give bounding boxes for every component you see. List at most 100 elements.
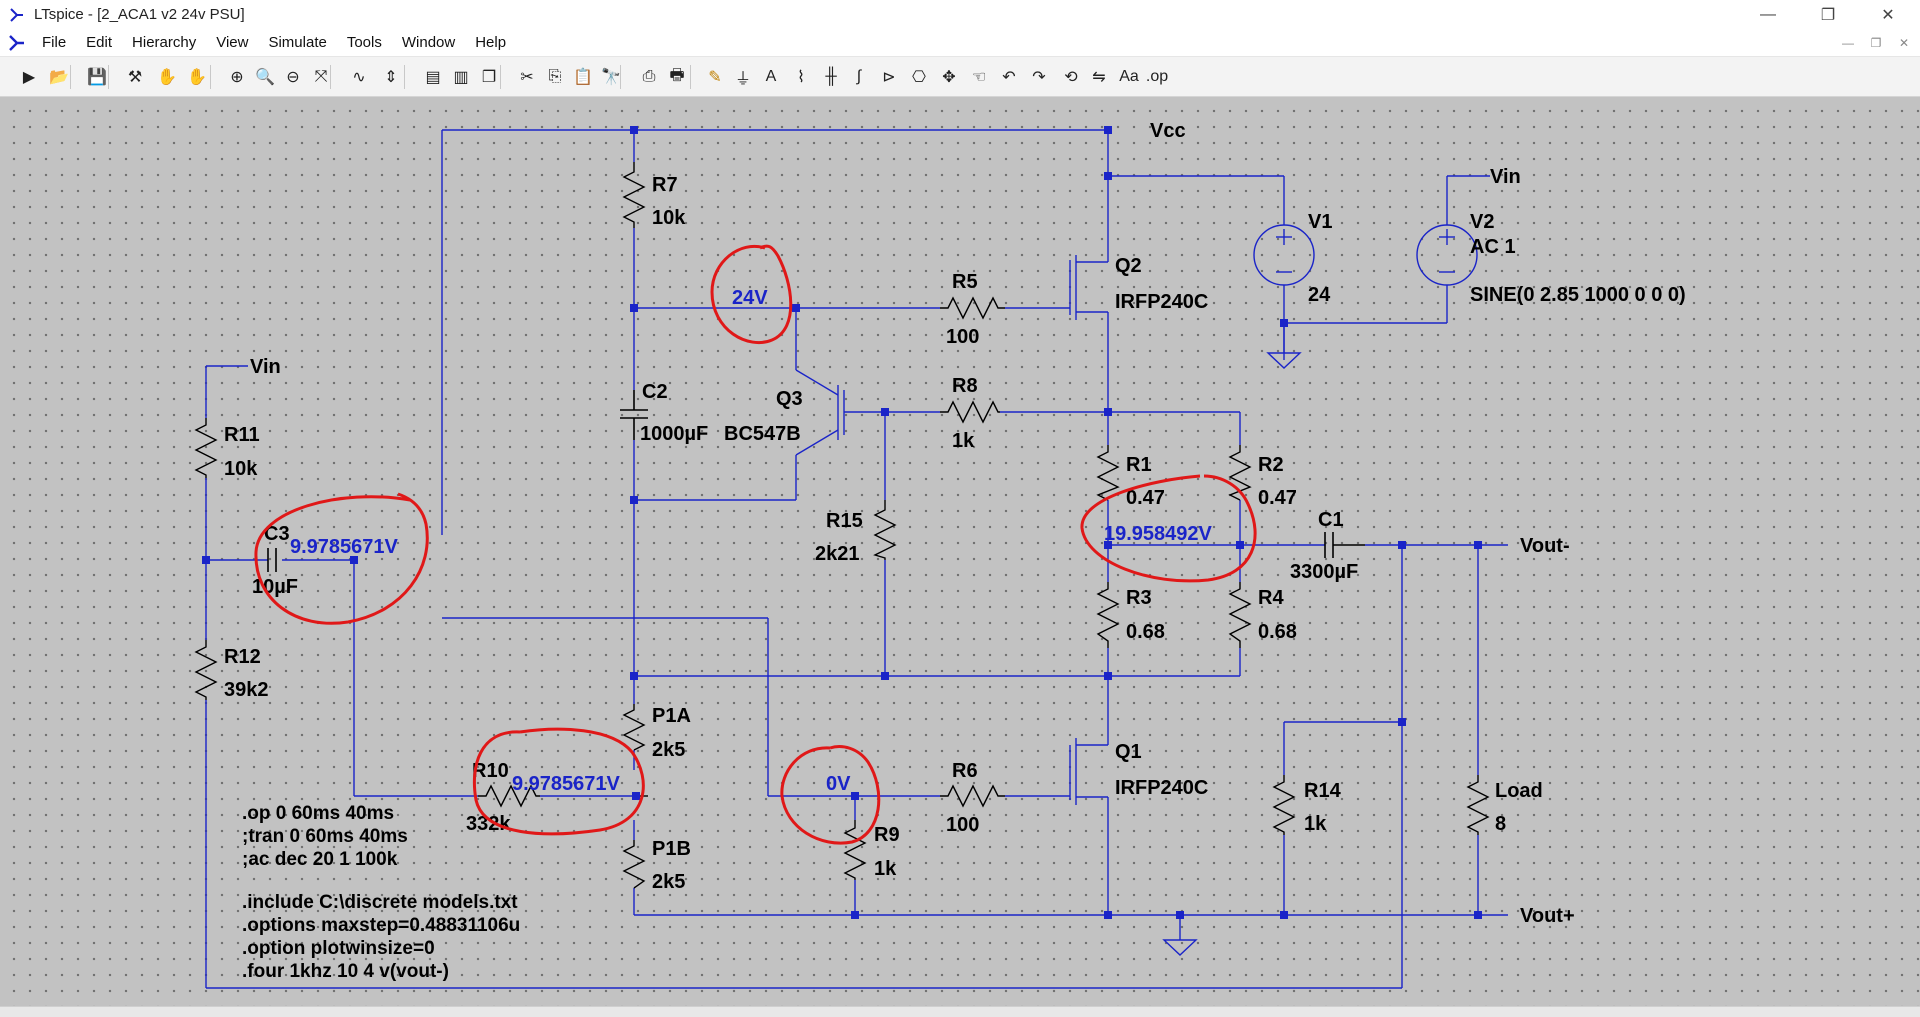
ground-icon-v1 (1266, 352, 1302, 369)
op-c3-node: 9.9785671V (290, 536, 399, 558)
pan-icon[interactable]: ✋ (187, 69, 207, 86)
ltspice-menu-icon[interactable] (6, 32, 28, 54)
directive-four: .four 1khz 10 4 v(vout-) (242, 961, 449, 982)
zoom-fit-icon[interactable]: ⤧ (314, 68, 328, 85)
component-icon[interactable]: ⎔ (912, 69, 926, 86)
copy-icon[interactable]: ⎘ (548, 68, 562, 85)
run-icon[interactable]: ▶ (22, 69, 36, 86)
print-icon[interactable]: 🖶 (669, 66, 685, 84)
V2-symbol (1416, 224, 1478, 286)
autorange-icon[interactable]: ⇕ (384, 69, 398, 86)
R5-val: 100 (946, 326, 979, 348)
close-icon[interactable]: ✕ (1881, 6, 1895, 24)
open-icon[interactable]: 📂 (49, 69, 69, 86)
waveform-icon[interactable]: ∿ (352, 69, 366, 86)
Q1-ref: Q1 (1115, 741, 1142, 763)
undo-icon[interactable]: ↶ (1002, 69, 1016, 86)
mdi-restore-icon[interactable]: ❐ (1870, 36, 1882, 50)
R5-symbol (940, 296, 1005, 320)
toolbar-separator (108, 65, 109, 89)
directive-tran: ;tran 0 60ms 40ms (242, 826, 408, 847)
zoom-rect-icon[interactable]: 🔍 (255, 69, 275, 86)
toolbar-separator (404, 65, 405, 89)
directive-include: .include C:\discrete models.txt (242, 892, 518, 913)
junction-dot (1104, 911, 1112, 919)
toolbar-separator (690, 65, 691, 89)
window-title: LTspice - [2_ACA1 v2 24v PSU] (34, 6, 245, 23)
toolbar: ▶ 📂 💾 ⚒ ✋ ✋ ⊕ 🔍 ⊖ ⤧ ∿ ⇕ ▤ ▥ ❐ ✂ ⎘ 📋 🔭 ⎙ 🖶 ✎ ⏚ A ⌇ ╫ ∫ ⊳ ⎔ ✥ ☜ ↶ ↷ ⟲ ⇋ Aa .op (0, 57, 1920, 97)
menu-simulate[interactable]: Simulate (268, 34, 327, 51)
annotation-circles (254, 244, 1257, 845)
C2-symbol (620, 390, 648, 440)
R9-val: 1k (874, 858, 897, 880)
R11-val: 10k (224, 458, 258, 480)
junction-dot (881, 672, 889, 680)
R11-symbol (194, 418, 218, 478)
junction-dot (1474, 541, 1482, 549)
R10-symbol (478, 784, 540, 808)
minimize-icon[interactable]: — (1760, 5, 1776, 23)
mdi-minimize-icon[interactable]: — (1842, 36, 1854, 50)
R1-val: 0.47 (1126, 487, 1165, 509)
net-vout-plus: Vout+ (1520, 905, 1575, 927)
R7-ref: R7 (652, 174, 678, 196)
label-net-icon[interactable]: A (765, 68, 777, 85)
find-icon[interactable]: 🔭 (601, 69, 621, 86)
schematic-canvas[interactable]: Vcc Vin Vin Vout- Vout+ R7 10k R5 100 R8… (0, 97, 1920, 1007)
R11-ref: R11 (224, 424, 260, 446)
R1-ref: R1 (1126, 454, 1152, 476)
menu-tools[interactable]: Tools (346, 34, 382, 51)
zoom-in-icon[interactable]: ⊕ (230, 69, 244, 86)
menu-hierarchy[interactable]: Hierarchy (132, 34, 197, 51)
junction-dot (630, 496, 638, 504)
junction-dot (630, 672, 638, 680)
control-panel-icon[interactable]: ⚒ (127, 69, 143, 86)
R2-symbol (1228, 445, 1252, 501)
cascade-icon[interactable]: ❐ (481, 69, 497, 86)
R3-ref: R3 (1126, 587, 1152, 609)
mirror-icon[interactable]: ⇋ (1092, 69, 1106, 86)
menu-file[interactable]: File (42, 34, 67, 51)
toolbar-separator (620, 65, 621, 89)
C3-val: 10µF (252, 576, 298, 598)
redo-icon[interactable]: ↷ (1032, 69, 1046, 86)
drag-icon[interactable]: ☜ (971, 69, 987, 86)
tile-h-icon[interactable]: ▤ (425, 69, 441, 86)
paste-icon[interactable]: 📋 (573, 69, 593, 86)
Q1-val: IRFP240C (1115, 777, 1208, 799)
diode-icon[interactable]: ⊳ (882, 69, 896, 86)
junction-dot (1398, 718, 1406, 726)
maximize-icon[interactable]: ❐ (1820, 6, 1836, 24)
V1-ref: V1 (1308, 211, 1332, 233)
ground-icon-out (1162, 939, 1198, 956)
mdi-close-icon[interactable]: ✕ (1898, 36, 1910, 50)
resistor-icon[interactable]: ⌇ (797, 69, 805, 86)
zoom-out-icon[interactable]: ⊖ (286, 69, 300, 86)
save-icon[interactable]: 💾 (87, 69, 107, 86)
halt-icon[interactable]: ✋ (157, 69, 177, 86)
print-setup-icon[interactable]: ⎙ (642, 68, 656, 85)
P1A-ref: P1A (652, 705, 691, 727)
draw-wire-icon[interactable]: ✎ (708, 69, 722, 86)
cut-icon[interactable]: ✂ (520, 69, 534, 86)
menu-view[interactable]: View (216, 34, 249, 51)
P1B-ref: P1B (652, 838, 691, 860)
spice-directive-icon[interactable]: .op (1145, 68, 1169, 85)
ground-icon[interactable]: ⏚ (734, 71, 751, 88)
menu-edit[interactable]: Edit (86, 34, 113, 51)
capacitor-icon[interactable]: ╫ (825, 68, 837, 85)
tile-v-icon[interactable]: ▥ (453, 69, 469, 86)
move-icon[interactable]: ✥ (942, 69, 956, 86)
rotate-icon[interactable]: ⟲ (1064, 69, 1078, 86)
Load-ref: Load (1495, 780, 1543, 802)
R1-symbol (1096, 445, 1120, 501)
inductor-icon[interactable]: ∫ (856, 68, 862, 85)
text-icon[interactable]: Aa (1119, 68, 1139, 85)
menu-window[interactable]: Window (401, 34, 456, 51)
spice-directives: .op 0 60ms 40ms ;tran 0 60ms 40ms ;ac de… (242, 803, 520, 982)
C1-ref: C1 (1318, 509, 1344, 531)
R9-ref: R9 (874, 824, 900, 846)
R2-val: 0.47 (1258, 487, 1297, 509)
menu-help[interactable]: Help (475, 34, 507, 51)
R7-val: 10k (652, 207, 686, 229)
